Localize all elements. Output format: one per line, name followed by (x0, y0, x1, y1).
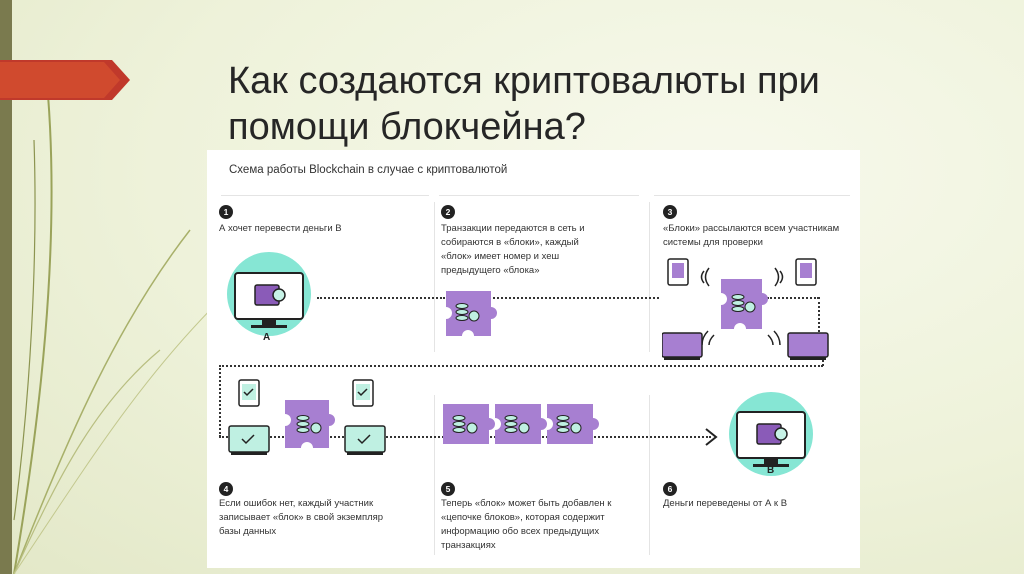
signal-wave-icon (700, 267, 710, 287)
broadcast-illustration (662, 258, 829, 360)
checkmark-icon (243, 388, 254, 397)
column-separator (434, 395, 435, 555)
step-text-4: Если ошибок нет, каждый участник записыв… (219, 498, 384, 537)
slide-title: Как создаются криптовалюты при помощи бл… (228, 58, 928, 150)
puzzle-block-icon (446, 291, 497, 336)
label-b: B (767, 465, 775, 476)
diagram-heading: Схема работы Blockchain в случае с крипт… (229, 164, 508, 176)
flow-connector (317, 297, 445, 299)
puzzle-block-icon (443, 404, 495, 444)
flow-connector (767, 297, 819, 299)
blockchain-diagram: Схема работы Blockchain в случае с крипт… (207, 150, 860, 568)
step-text-6: Деньги переведены от А к В (663, 498, 788, 509)
step-number-1: 1 (219, 205, 233, 219)
puzzle-block-icon (285, 400, 335, 448)
checkmark-icon (357, 388, 368, 397)
title-line-2: помощи блокчейна? (228, 106, 586, 148)
puzzle-block-icon (547, 404, 599, 444)
checkmark-icon (357, 434, 371, 445)
label-a: A (263, 332, 271, 343)
column-divider-line (654, 195, 850, 196)
column-divider-line (221, 195, 429, 196)
arrow-right-icon (705, 428, 718, 446)
step-text-3: «Блоки» рассылаются всем участникам сист… (663, 223, 840, 248)
decorative-curves (13, 94, 221, 574)
coin-stack-icon (455, 303, 480, 322)
title-line-1: Как создаются криптовалюты при (228, 60, 820, 102)
wallet-icon (254, 284, 286, 306)
flow-connector (818, 297, 820, 332)
column-separator (649, 395, 650, 555)
sender-a-illustration (227, 252, 311, 336)
step-number-5: 5 (441, 482, 455, 496)
title-arrow-band-inner (0, 62, 120, 98)
column-separator (649, 202, 650, 352)
flow-connector (219, 365, 221, 437)
receiver-b-illustration (729, 392, 813, 476)
step-number-3: 3 (663, 205, 677, 219)
checkmark-icon (241, 434, 255, 445)
flow-connector (489, 297, 659, 299)
puzzle-block-icon (495, 404, 547, 444)
monitor-icon (787, 332, 829, 358)
step-text-5: Теперь «блок» может быть добавлен к «цеп… (441, 498, 612, 551)
signal-wave-icon (701, 330, 715, 346)
flow-connector (219, 365, 823, 367)
block-chain-illustration (443, 404, 599, 444)
step-number-2: 2 (441, 205, 455, 219)
step-text-2: Транзакции передаются в сеть и собираютс… (441, 223, 585, 276)
column-divider-line (439, 195, 639, 196)
wallet-icon (756, 423, 788, 445)
verification-illustration (228, 379, 386, 455)
step-number-6: 6 (663, 482, 677, 496)
signal-wave-icon (774, 267, 784, 287)
column-separator (434, 202, 435, 352)
signal-wave-icon (767, 330, 781, 346)
step-number-4: 4 (219, 482, 233, 496)
monitor-icon (662, 332, 703, 358)
puzzle-block-icon (721, 279, 768, 329)
step-text-1: А хочет перевести деньги В (219, 223, 342, 234)
left-accent-bar (0, 0, 12, 574)
